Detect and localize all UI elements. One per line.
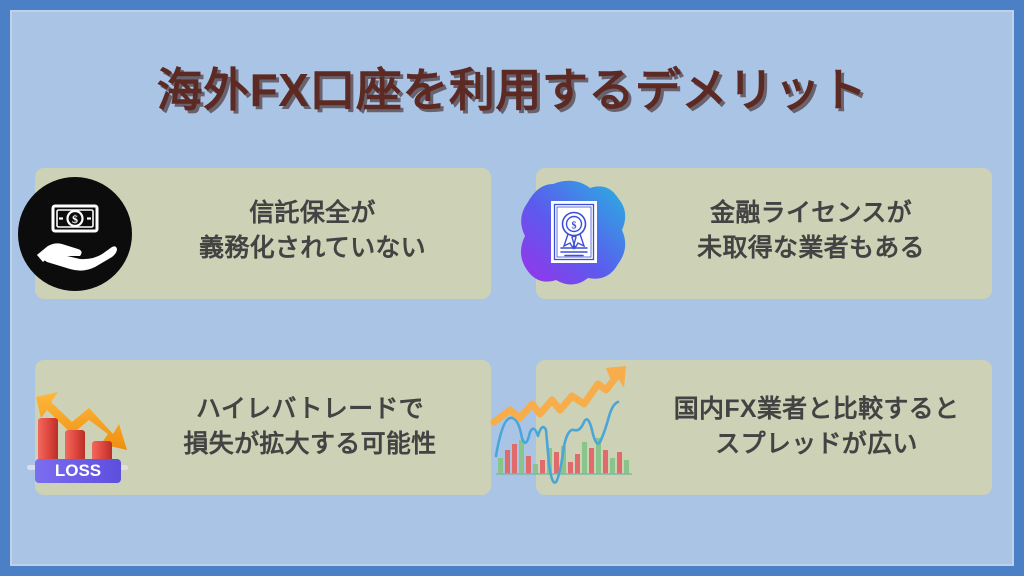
page-title: 海外FX口座を利用するデメリット [156, 64, 868, 116]
card-high-leverage-loss[interactable]: LOSS ハイレバトレードで 損失が拡大する可能性 [27, 360, 491, 495]
certificate-license-icon: $ [518, 178, 630, 290]
slide-inner-panel: 海外FX口座を利用するデメリット $ [10, 10, 1014, 566]
loss-chart-icon: LOSS [23, 368, 145, 490]
loss-badge-text: LOSS [55, 461, 101, 480]
svg-text:$: $ [572, 221, 577, 232]
rising-trend-chart-icon [490, 364, 634, 490]
card-label: 国内FX業者と比較すると スプレッドが広い [673, 395, 960, 458]
svg-text:$: $ [72, 212, 78, 226]
card-financial-license[interactable]: $ 金融ライセンスが 未取得な業者もある [520, 168, 992, 299]
card-label: 金融ライセンスが 未取得な業者もある [697, 199, 925, 262]
card-label: ハイレバトレードで 損失が拡大する可能性 [183, 395, 437, 458]
card-trust-preservation[interactable]: $ 信託保全が 義務化されていない [18, 168, 491, 299]
card-label: 信託保全が 義務化されていない [199, 199, 426, 262]
hand-holding-money-icon: $ [17, 176, 133, 292]
cards-grid: $ 信託保全が 義務化されていない [18, 168, 992, 495]
card-wide-spread[interactable]: 国内FX業者と比較すると スプレッドが広い [490, 360, 992, 495]
